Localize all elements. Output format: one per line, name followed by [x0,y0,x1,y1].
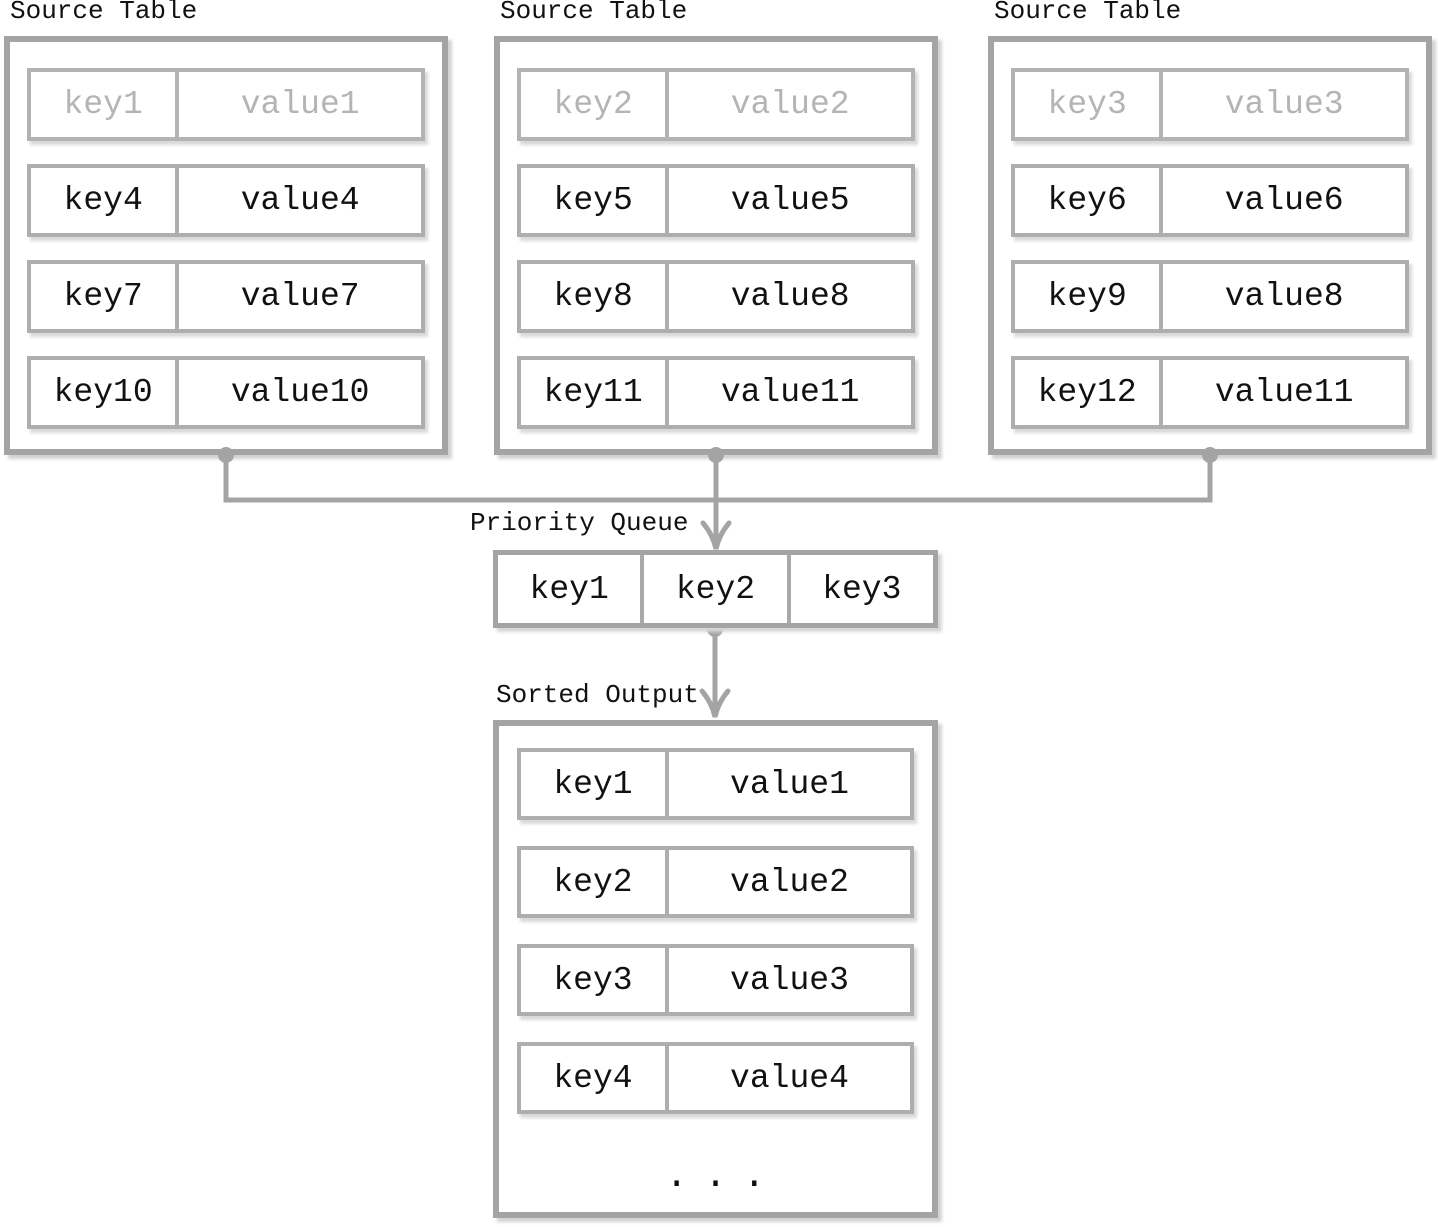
source-table-3: key3 value3 key6 value6 key9 value8 key1… [988,36,1432,455]
table-row: key6 value6 [1011,164,1409,237]
priority-queue-label: Priority Queue [470,508,689,538]
key-cell: key11 [521,360,670,425]
sorted-output-label: Sorted Output [496,680,699,710]
table-row: key10 value10 [27,356,425,429]
priority-queue: key1 key2 key3 [493,550,938,628]
value-cell: value2 [730,86,850,123]
queue-cell: key2 [640,555,786,623]
value-cell: value10 [230,374,370,411]
key-cell: key2 [521,850,669,914]
source-table-title: Source Table [994,0,1182,26]
key-cell: key9 [1015,264,1164,329]
table-row: key3 value3 [1011,68,1409,141]
key-cell: key1 [521,752,669,816]
key-cell: key7 [31,264,180,329]
source-table-title: Source Table [10,0,198,26]
value-cell: value6 [1224,182,1344,219]
key-cell: key4 [521,1046,669,1110]
value-cell: value1 [240,86,360,123]
value-cell: value3 [730,961,849,999]
queue-cell: key3 [786,555,933,623]
table-row: key1 value1 [27,68,425,141]
table-row: key3 value3 [517,944,914,1016]
table-row: key12 value11 [1011,356,1409,429]
value-cell: value2 [730,863,849,901]
sorted-output-table: key1 value1 key2 value2 key3 value3 key4… [493,720,938,1218]
key-cell: key8 [521,264,670,329]
table-row: key8 value8 [517,260,915,333]
value-cell: value3 [1224,86,1344,123]
key-cell: key2 [521,72,670,137]
arrowhead-down-icon [700,520,732,550]
table-row: key2 value2 [517,68,915,141]
table-row: key5 value5 [517,164,915,237]
key-cell: key3 [521,948,669,1012]
table-row: key11 value11 [517,356,915,429]
key-cell: key3 [1015,72,1164,137]
arrowhead-down-icon [699,688,731,718]
source-table-2: key2 value2 key5 value5 key8 value8 key1… [494,36,938,455]
value-cell: value11 [720,374,860,411]
value-cell: value1 [730,765,849,803]
key-cell: key6 [1015,168,1164,233]
value-cell: value4 [730,1059,849,1097]
key-cell: key10 [31,360,180,425]
value-cell: value11 [1214,374,1354,411]
table-row: key7 value7 [27,260,425,333]
value-cell: value7 [240,278,360,315]
source-table-title: Source Table [500,0,688,26]
value-cell: value5 [730,182,850,219]
value-cell: value8 [730,278,850,315]
source-table-1: key1 value1 key4 value4 key7 value7 key1… [4,36,448,455]
table-row: key9 value8 [1011,260,1409,333]
more-rows-ellipsis: ... [665,1154,782,1198]
queue-cell: key1 [529,570,609,608]
table-row: key1 value1 [517,748,914,820]
table-row: key2 value2 [517,846,914,918]
table-row: key4 value4 [517,1042,914,1114]
key-cell: key5 [521,168,670,233]
key-cell: key12 [1015,360,1164,425]
key-cell: key4 [31,168,180,233]
value-cell: value8 [1224,278,1344,315]
key-cell: key1 [31,72,180,137]
value-cell: value4 [240,182,360,219]
table-row: key4 value4 [27,164,425,237]
